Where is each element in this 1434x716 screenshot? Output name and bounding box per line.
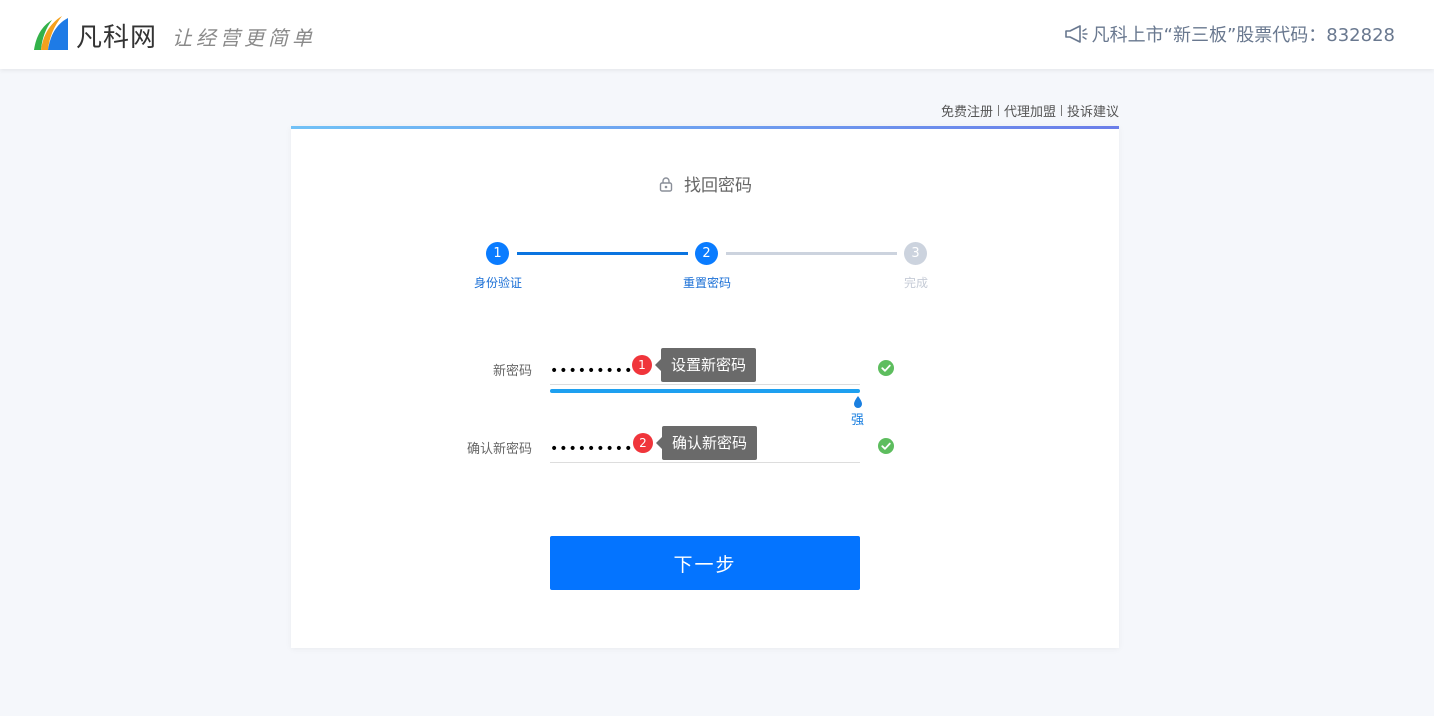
- new-password-label: 新密码: [492, 364, 532, 379]
- step-3-dot: 3: [904, 242, 927, 265]
- step-hint-badge-2: 2: [633, 433, 653, 453]
- new-password-tooltip: 设置新密码: [654, 348, 757, 382]
- card-title-text: 找回密码: [684, 176, 752, 196]
- slogan: 让经营更简单: [172, 26, 316, 50]
- reset-password-card: 找回密码 1 2 3 身份验证 重置密码 完成 新密码 1 设置新密码 强 确认…: [291, 126, 1119, 648]
- step-1-label: 身份验证: [473, 276, 522, 290]
- password-strength-text: 强: [851, 413, 865, 428]
- step-3-label: 完成: [903, 276, 928, 290]
- megaphone-icon: [1064, 25, 1088, 43]
- top-header: 凡科网 让经营更简单 凡科上市“新三板”股票代码：832828: [0, 0, 1434, 69]
- confirm-password-valid-check-icon: [878, 438, 894, 454]
- next-step-button[interactable]: 下一步: [550, 536, 860, 590]
- agent-link[interactable]: 代理加盟: [1003, 105, 1056, 120]
- register-link[interactable]: 免费注册: [940, 105, 993, 120]
- card-accent-bar: [291, 126, 1119, 129]
- confirm-password-tooltip: 确认新密码: [655, 426, 758, 460]
- strength-marker-icon: [854, 396, 862, 408]
- confirm-password-label: 确认新密码: [466, 442, 532, 457]
- step-1-line: [517, 252, 688, 255]
- step-2-dot: 2: [695, 242, 718, 265]
- brand-name[interactable]: 凡科网: [76, 23, 158, 53]
- new-password-valid-check-icon: [878, 360, 894, 376]
- stock-notice-text: 凡科上市“新三板”股票代码：832828: [1091, 25, 1395, 46]
- top-links: 免费注册 代理加盟 投诉建议: [941, 101, 1119, 120]
- step-2-line: [726, 252, 897, 255]
- link-divider: [997, 105, 999, 116]
- step-hint-badge-1: 1: [632, 355, 652, 375]
- stock-notice: 凡科上市“新三板”股票代码：832828: [1064, 21, 1395, 47]
- fanke-logo-icon[interactable]: [32, 14, 72, 52]
- step-1-dot: 1: [486, 242, 509, 265]
- step-2-label: 重置密码: [682, 276, 731, 290]
- password-strength-bar: [550, 389, 860, 393]
- complaint-link[interactable]: 投诉建议: [1066, 105, 1119, 120]
- lock-icon: [659, 176, 673, 192]
- link-divider: [1060, 105, 1062, 116]
- card-title: 找回密码: [291, 171, 1119, 196]
